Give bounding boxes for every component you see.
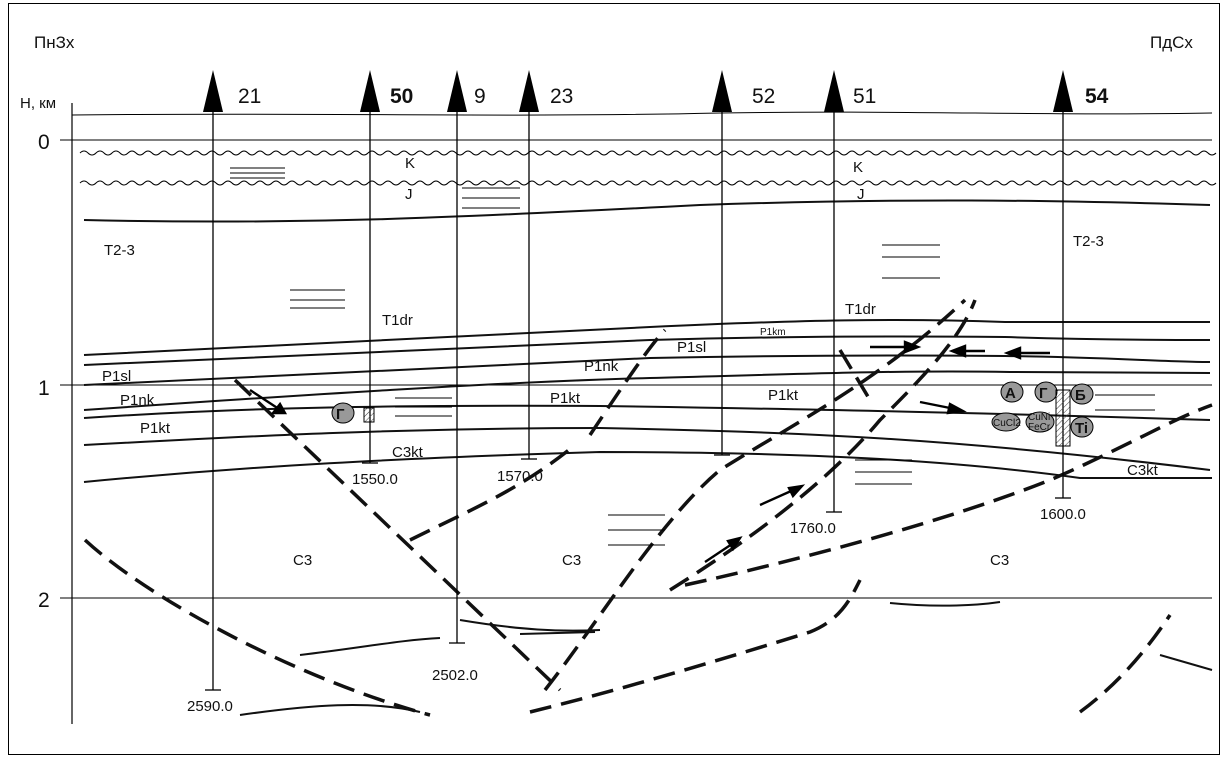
formation-p1nk-mid: P1nk [584, 358, 619, 375]
well-depth-21: 2590.0 [187, 698, 233, 715]
ground-surface-line [71, 111, 1213, 116]
formation-t1dr-right: T1dr [845, 301, 876, 318]
formation-c3-left: C3 [293, 552, 312, 569]
depth-gridlines [72, 139, 1212, 599]
well-label-23: 23 [550, 85, 573, 108]
svg-text:FeCr: FeCr [1028, 422, 1051, 433]
well-52 [712, 70, 732, 456]
well-label-54: 54 [1085, 85, 1109, 108]
axis-tick-label-0: 0 [38, 131, 50, 154]
formation-c3-right: C3 [990, 552, 1009, 569]
svg-text:Г: Г [1039, 385, 1048, 402]
formation-p1kt-mid: P1kt [550, 390, 581, 407]
well-21 [203, 70, 223, 691]
well-label-21: 21 [238, 85, 261, 108]
formation-p1kt-right: P1kt [768, 387, 799, 404]
lithology-symbol-6 [855, 459, 912, 485]
svg-text:А: А [1005, 385, 1016, 402]
formation-p1sl-mid: P1sl [677, 339, 706, 356]
formation-t23-right: T2-3 [1073, 233, 1104, 250]
formation-c3-mid: C3 [562, 552, 581, 569]
formation-j-1: J [405, 186, 413, 203]
formation-c3kt-right: C3kt [1127, 462, 1159, 479]
lithology-symbol-1 [230, 167, 285, 179]
wells [203, 70, 1073, 691]
svg-text:CuCl2: CuCl2 [993, 418, 1021, 429]
movement-arrows [249, 340, 1050, 563]
well-label-51: 51 [853, 85, 876, 108]
formation-c3kt-left: C3kt [392, 444, 424, 461]
axis-tick-label-2: 2 [38, 589, 50, 612]
corner-left-label: ПнЗх [34, 33, 75, 52]
lithology-symbol-5 [608, 514, 665, 546]
svg-text:CuNi: CuNi [1028, 412, 1050, 423]
depth-axis: H, км 0 1 2 [20, 95, 73, 724]
markers-well-54: А Г Б CuCl2 CuNi FeCr Ti [991, 381, 1094, 447]
lithology-symbols [230, 167, 1155, 546]
well-51 [824, 70, 844, 513]
formation-t23-left: T2-3 [104, 242, 135, 259]
axis-tick-label-1: 1 [38, 377, 50, 400]
well-50 [360, 70, 380, 464]
formation-p1km-mid: P1km [760, 327, 786, 338]
lithology-symbol-8 [1095, 394, 1155, 411]
svg-text:Г: Г [336, 406, 345, 423]
diagram-frame [8, 3, 1220, 755]
formation-p1sl-left: P1sl [102, 368, 131, 385]
formation-p1kt-left: P1kt [140, 420, 171, 437]
corner-right-label: ПдСх [1150, 33, 1193, 52]
lithology-symbol-7 [882, 244, 940, 279]
well-depth-54: 1600.0 [1040, 506, 1086, 523]
formation-k-1: K [405, 155, 415, 172]
well-label-9: 9 [474, 85, 486, 108]
well-label-50: 50 [390, 85, 413, 108]
well-depth-23: 1570.0 [497, 468, 543, 485]
well-23 [519, 70, 539, 460]
well-label-52: 52 [752, 85, 775, 108]
formation-k-2: K [853, 159, 863, 176]
lithology-symbol-3 [290, 289, 345, 309]
well-depth-9: 2502.0 [432, 667, 478, 684]
formation-p1nk-left: P1nk [120, 392, 155, 409]
lithology-symbol-4 [395, 397, 452, 417]
unconformity-lines [79, 150, 1217, 186]
axis-title: H, км [20, 95, 56, 112]
well-9 [447, 70, 467, 644]
well-depth-50: 1550.0 [352, 471, 398, 488]
svg-text:Ti: Ti [1075, 420, 1088, 437]
formation-labels: K J K J T2-3 T2-3 T1dr T1dr P1sl P1nk P1… [102, 155, 1159, 569]
lithology-symbol-2 [462, 187, 520, 209]
well-depth-51: 1760.0 [790, 520, 836, 537]
marker-g-50: Г [331, 402, 375, 424]
svg-text:Б: Б [1075, 387, 1086, 404]
formation-j-2: J [857, 186, 865, 203]
formation-t1dr-left: T1dr [382, 312, 413, 329]
horizon-lines [83, 199, 1213, 716]
